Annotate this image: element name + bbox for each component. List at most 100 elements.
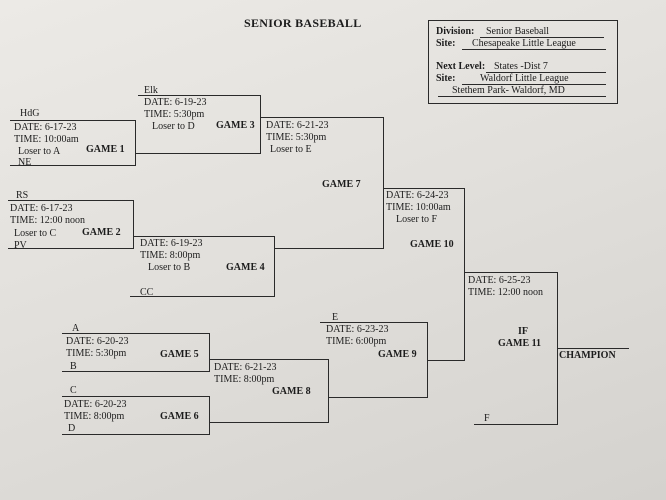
game3-bracket-vertical	[260, 95, 261, 153]
next-level-label: Next Level:	[436, 61, 486, 72]
team-ne: NE	[18, 157, 32, 168]
game3-label: GAME 3	[216, 120, 255, 131]
game2-bottom-line	[8, 248, 134, 249]
game5-label: GAME 5	[160, 349, 199, 360]
game2-label: GAME 2	[82, 227, 121, 238]
site-value: Chesapeake Little League	[472, 38, 576, 49]
champion-line	[557, 348, 629, 349]
game11-date: DATE: 6-25-23	[468, 275, 531, 286]
game5-top-line	[62, 333, 210, 334]
page-title: SENIOR BASEBALL	[244, 16, 362, 30]
game1-note: Loser to A	[18, 146, 61, 157]
game2-time: TIME: 12:00 noon	[10, 215, 85, 226]
game4-label: GAME 4	[226, 262, 265, 273]
division-underline	[480, 37, 604, 38]
site2-line2: Stethem Park- Waldorf, MD	[452, 85, 565, 96]
game8-top-line	[209, 359, 329, 360]
site2-underline	[462, 84, 606, 85]
game9-to-game10-line	[427, 360, 465, 361]
game4-note: Loser to B	[148, 262, 191, 273]
game7-time: TIME: 5:30pm	[266, 132, 327, 143]
team-cc: CC	[140, 287, 154, 298]
game9-time: TIME: 6:00pm	[326, 336, 387, 347]
game6-date: DATE: 6-20-23	[64, 399, 127, 410]
game4-top-line	[134, 236, 275, 237]
game10-date: DATE: 6-24-23	[386, 190, 449, 201]
game3-bottom-line	[136, 153, 261, 154]
game9-date: DATE: 6-23-23	[326, 324, 389, 335]
game1-time: TIME: 10:00am	[14, 134, 79, 145]
game1-top-line	[10, 120, 136, 121]
game11-time: TIME: 12:00 noon	[468, 287, 543, 298]
site-label: Site:	[436, 38, 456, 49]
game8-label: GAME 8	[272, 386, 311, 397]
game3-top-line	[138, 95, 261, 96]
game8-date: DATE: 6-21-23	[214, 362, 277, 373]
game2-bracket-vertical	[133, 200, 134, 248]
team-hdg: HdG	[20, 108, 40, 119]
game7-date: DATE: 6-21-23	[266, 120, 329, 131]
team-e: E	[332, 312, 339, 323]
team-b: B	[70, 361, 77, 372]
game9-top-line	[320, 322, 428, 323]
game6-top-line	[62, 396, 210, 397]
info-box	[428, 20, 618, 104]
game6-bottom-line	[62, 434, 210, 435]
team-pv: PV	[14, 240, 27, 251]
game9-label: GAME 9	[378, 349, 417, 360]
game9-bracket-vertical	[427, 322, 428, 397]
game7-label: GAME 7	[322, 179, 361, 190]
game3-date: DATE: 6-19-23	[144, 97, 207, 108]
game10-time: TIME: 10:00am	[386, 202, 451, 213]
game5-date: DATE: 6-20-23	[66, 336, 129, 347]
game4-to-game7-line	[274, 248, 384, 249]
game11-bottom-line	[474, 424, 558, 425]
game11-top-line	[464, 272, 557, 273]
game5-bottom-line	[62, 371, 210, 372]
site2-line2-underline	[438, 96, 606, 97]
site2-value: Waldorf Little League	[480, 73, 569, 84]
next-level-underline	[486, 72, 606, 73]
game10-label: GAME 10	[410, 239, 454, 250]
game10-top-line	[383, 188, 465, 189]
game4-time: TIME: 8:00pm	[140, 250, 201, 261]
game7-note: Loser to E	[270, 144, 312, 155]
game6-label: GAME 6	[160, 411, 199, 422]
game6-time: TIME: 8:00pm	[64, 411, 125, 422]
game4-bracket-vertical	[274, 236, 275, 296]
champion-label: CHAMPION	[559, 350, 616, 361]
game2-date: DATE: 6-17-23	[10, 203, 73, 214]
game6-bracket-vertical	[209, 396, 210, 434]
game4-date: DATE: 6-19-23	[140, 238, 203, 249]
game5-time: TIME: 5:30pm	[66, 348, 127, 359]
site2-label: Site:	[436, 73, 456, 84]
game7-top-line	[261, 117, 384, 118]
game7-bracket-vertical	[383, 117, 384, 248]
game5-bracket-vertical	[209, 333, 210, 371]
team-a: A	[72, 323, 80, 334]
game8-time: TIME: 8:00pm	[214, 374, 275, 385]
game1-label: GAME 1	[86, 144, 125, 155]
team-elk: Elk	[144, 85, 158, 96]
game11-if: IF	[518, 326, 528, 337]
game8-to-game9-line	[328, 397, 428, 398]
game3-time: TIME: 5:30pm	[144, 109, 205, 120]
team-d: D	[68, 423, 76, 434]
site-underline	[462, 49, 606, 50]
game3-note: Loser to D	[152, 121, 195, 132]
next-level-value: States -Dist 7	[494, 61, 548, 72]
game2-top-line	[8, 200, 134, 201]
game1-date: DATE: 6-17-23	[14, 122, 77, 133]
division-label: Division:	[436, 26, 475, 37]
game6-to-game8-line	[209, 422, 329, 423]
game10-bracket-vertical	[464, 188, 465, 360]
division-value: Senior Baseball	[486, 26, 550, 37]
team-rs: RS	[16, 190, 29, 201]
game2-note: Loser to C	[14, 228, 57, 239]
team-f: F	[484, 413, 490, 424]
game8-bracket-vertical	[328, 359, 329, 422]
game4-bottom-line	[130, 296, 275, 297]
game11-label: GAME 11	[498, 338, 542, 349]
game10-note: Loser to F	[396, 214, 438, 225]
